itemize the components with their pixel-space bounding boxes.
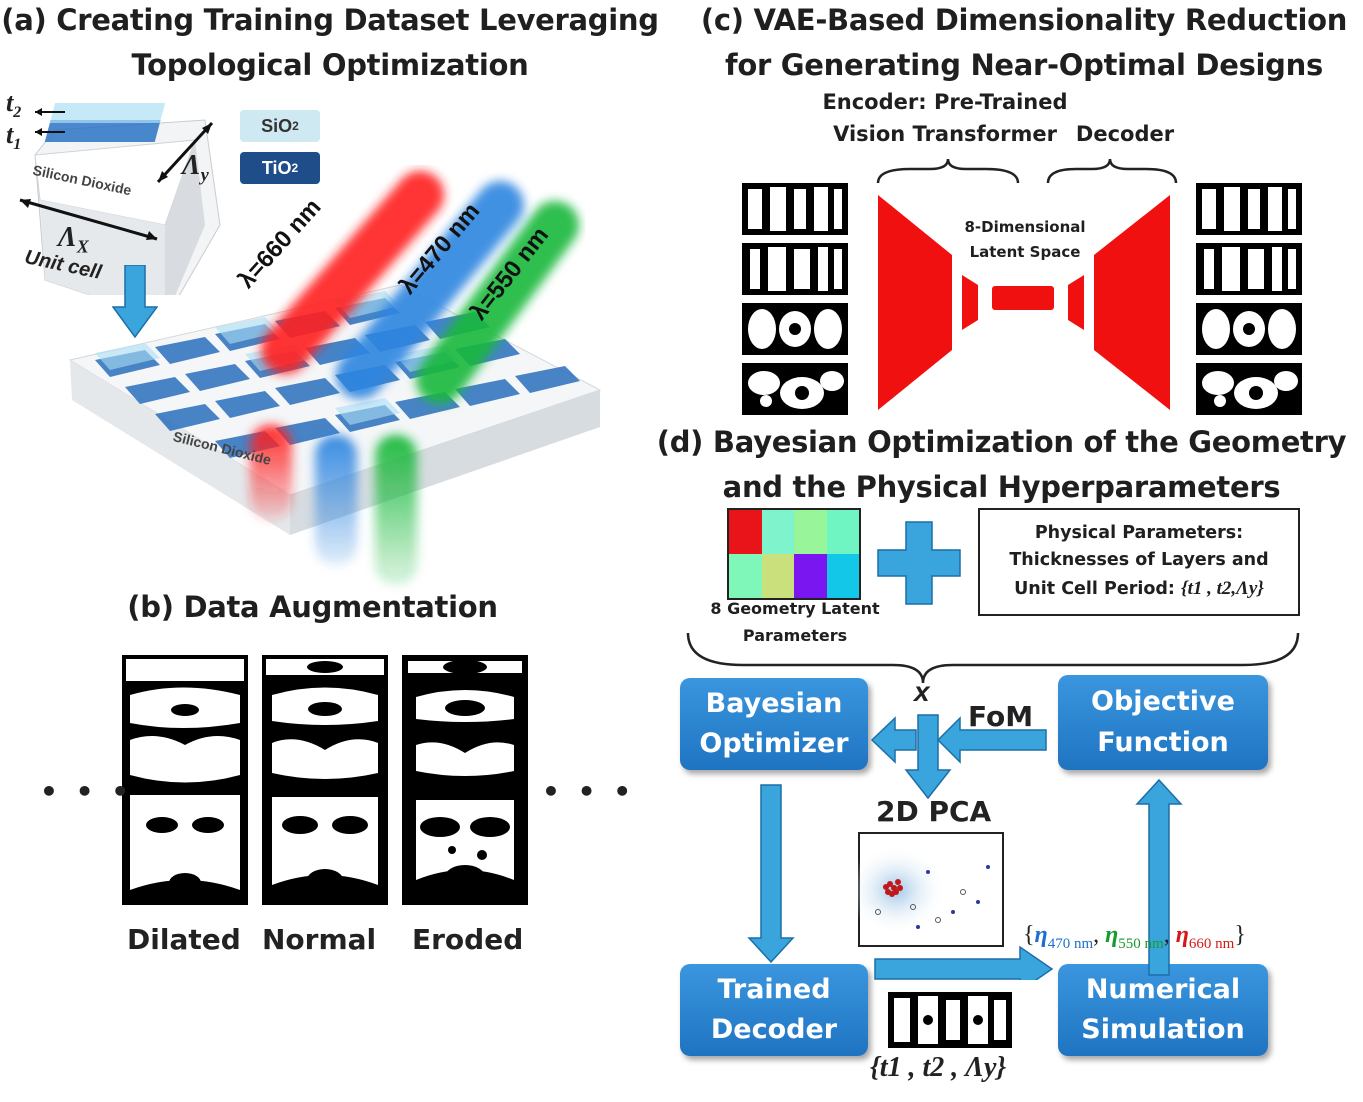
down-arrow-a (112, 265, 158, 339)
t-arrows (35, 108, 65, 136)
panel-d-title-line1: (d) Bayesian Optimization of the Geometr… (656, 425, 1347, 459)
latent-label-line1: 8-Dimensional (964, 218, 1086, 236)
bayes-down-arrow (747, 784, 795, 964)
latent-caption-line1: 8 Geometry Latent (710, 599, 880, 618)
panel-d-title-line2: and the Physical Hyperparameters (722, 470, 1281, 504)
decoder-to-sim-arrow (874, 945, 1054, 980)
bayes-line1: Bayesian (705, 687, 843, 719)
fom-arrow (936, 716, 1047, 764)
phys-line3: Unit Cell Period: {t1 , t2,Λy} (1014, 578, 1264, 600)
encoder-trapezoid (878, 195, 952, 410)
fom-label: FoM (968, 700, 1034, 733)
latent-parameter-grid (727, 508, 861, 600)
latent-cell (761, 554, 794, 598)
sim-line1: Numerical (1085, 973, 1241, 1005)
phys-line2: Thicknesses of Layers and (1009, 550, 1269, 571)
efficiency-set: {η470 nm, η550 nm, η660 nm} (1023, 922, 1246, 952)
ellipsis-left: • • • (40, 775, 134, 808)
lambda-y-arrow (156, 121, 214, 184)
mask-normal (262, 655, 388, 905)
latent-cell (794, 510, 827, 554)
encoder-decoder-braces (876, 158, 1178, 184)
decoder-line1: Trained (717, 973, 831, 1005)
objective-line2: Function (1097, 726, 1229, 758)
latent-cell (761, 510, 794, 554)
panel-a-title-line1: (a) Creating Training Dataset Leveraging (1, 3, 659, 37)
decoder-label: Decoder (1075, 122, 1175, 146)
sim-line2: Simulation (1081, 1014, 1245, 1045)
x-down-arrow (904, 714, 952, 800)
label-eroded: Eroded (412, 923, 524, 956)
physical-parameters-box: Physical Parameters: Thicknesses of Laye… (978, 508, 1300, 616)
flow-arrows (747, 714, 1183, 980)
encoder-layer (962, 275, 978, 330)
phys-line1: Physical Parameters: (1034, 523, 1244, 544)
lambda-x-label: ΛX (58, 222, 89, 257)
t1-label: t1 (6, 120, 22, 154)
decoder-layer (1068, 275, 1084, 330)
pca-plot (858, 832, 1004, 947)
objective-line1: Objective (1091, 686, 1235, 717)
latent-cell (826, 554, 859, 598)
bayes-line2: Optimizer (699, 728, 849, 759)
latent-cell (794, 554, 827, 598)
metasurface-illustration (68, 171, 602, 585)
latent-cell (826, 510, 859, 554)
panel-b-title: (b) Data Augmentation (127, 590, 498, 624)
encoder-label-line2: Vision Transformer (833, 122, 1057, 146)
input-brace (686, 632, 1300, 684)
x-label: x (914, 676, 930, 707)
encoder-label-line1: Encoder: Pre-Trained (822, 90, 1068, 114)
pca-title: 2D PCA (876, 795, 992, 828)
ellipsis-right: • • • (542, 775, 636, 808)
t2-label: t2 (6, 88, 22, 122)
vae-network-shape (878, 195, 1170, 410)
decoded-structure (888, 992, 1012, 1048)
panel-c-title-line2: for Generating Near-Optimal Designs (725, 48, 1323, 82)
label-dilated: Dilated (127, 923, 241, 956)
plus-icon (877, 521, 961, 605)
mask-eroded (402, 655, 528, 905)
decoder-line2: Decoder (710, 1014, 838, 1045)
sim-up-arrow (1135, 778, 1183, 976)
latent-cell (729, 510, 762, 554)
latent-caption-line2: Parameters (742, 626, 848, 645)
vae-input-masks (742, 183, 848, 415)
lambda-y-label: Λy (182, 150, 209, 185)
panel-a-title-line2: Topological Optimization (131, 48, 529, 82)
latent-bottleneck (992, 286, 1054, 310)
to-bayes-arrow (870, 716, 917, 764)
latent-label-line2: Latent Space (969, 243, 1081, 261)
panel-c-title-line1: (c) VAE-Based Dimensionality Reduction (700, 3, 1348, 37)
label-normal: Normal (262, 923, 377, 956)
vae-output-masks (1196, 183, 1302, 415)
augmentation-masks (122, 655, 528, 905)
params-bottom: {t1 , t2 , Λy} (870, 1052, 1007, 1083)
lambda-x-arrow (19, 198, 158, 241)
decoder-trapezoid (1094, 195, 1170, 410)
latent-cell (729, 554, 762, 598)
mask-dilated (122, 655, 248, 905)
